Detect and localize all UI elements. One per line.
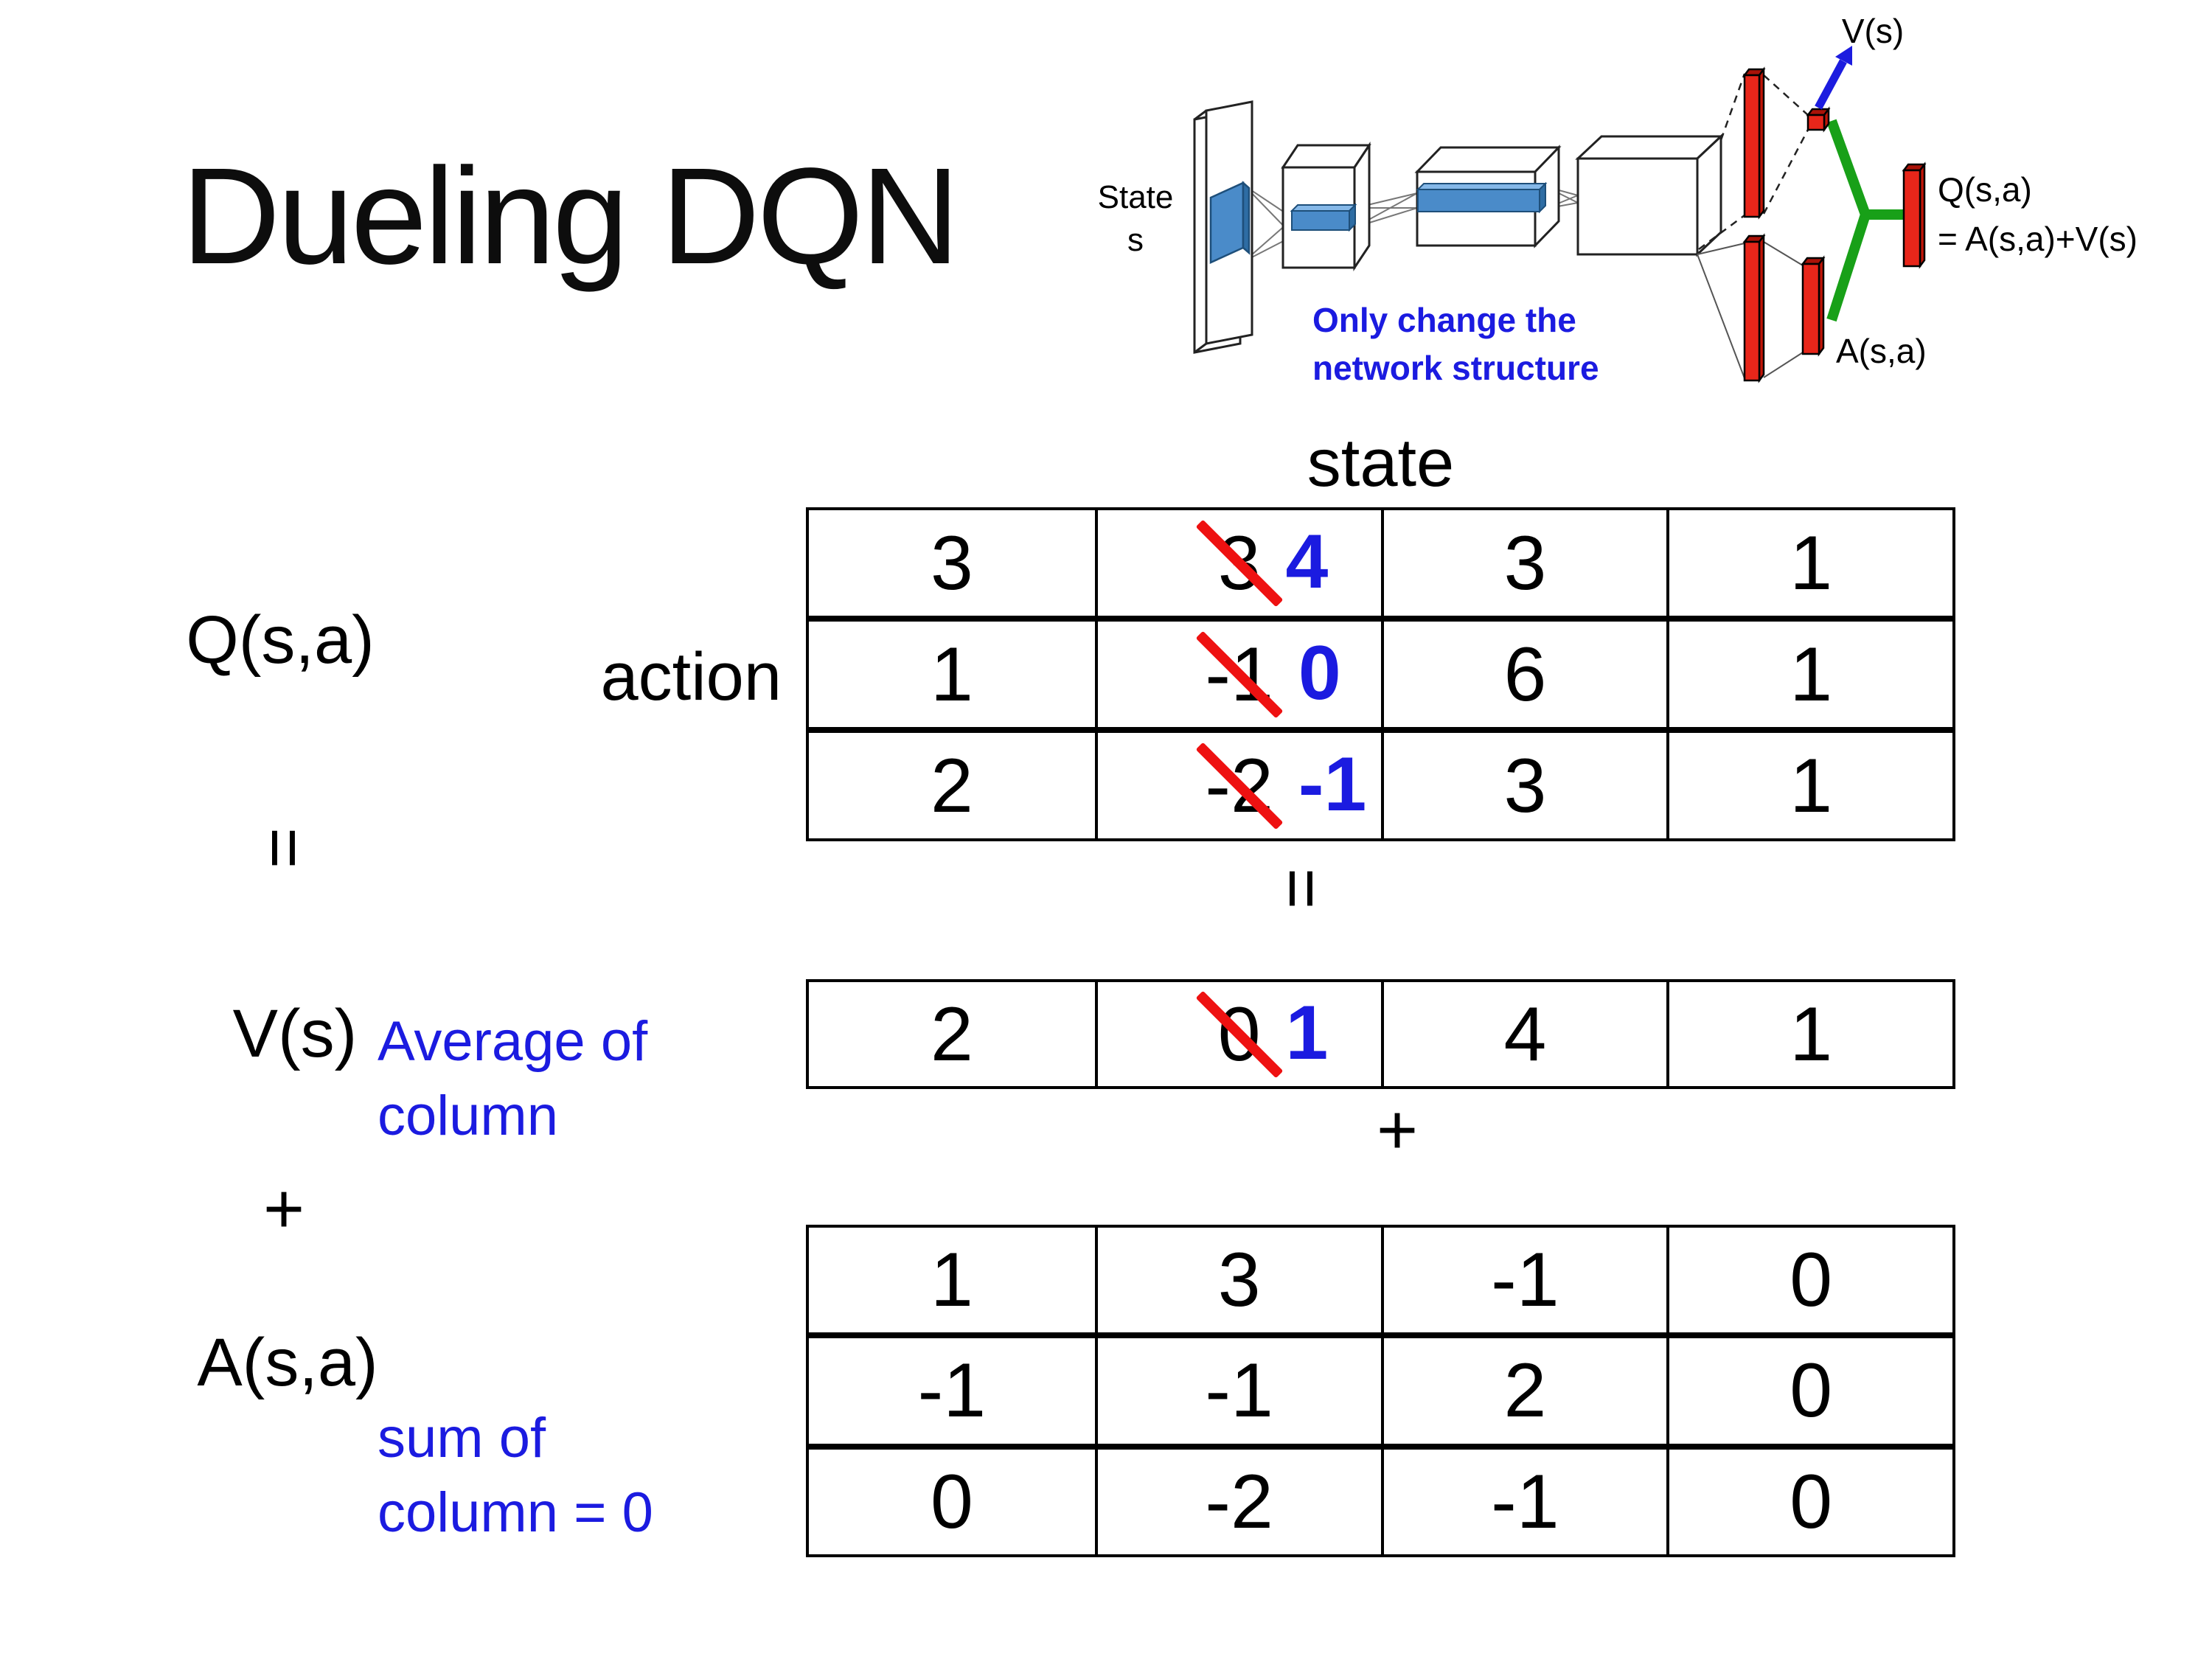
a-cell: 1 [930, 1237, 973, 1324]
advantage-node [1801, 255, 1826, 357]
network-diagram-svg: State s V(s) Q(s,a) = A(s,a)+V(s) A(s,a)… [1098, 12, 2138, 387]
corrected-value: 0 [1298, 630, 1341, 716]
v-table: 2 01 4 1 [806, 979, 1955, 1089]
merge-connector [1826, 119, 1904, 322]
a-table: 1 3 -1 0 -1 -1 2 0 0 -2 -1 0 [806, 1225, 1955, 1557]
v-cell: 4 [1380, 982, 1667, 1086]
state-input-label: State [1098, 179, 1174, 215]
slide-title: Dueling DQN [181, 140, 960, 293]
corrected-value: -1 [1298, 741, 1367, 827]
q-output-label: Q(s,a) [1938, 170, 2032, 209]
equals-middle-symbol: = [1262, 867, 1341, 910]
value-arrow [1815, 46, 1852, 110]
conv-filter-3 [1416, 181, 1548, 214]
q-cell-crossed: 34 [1094, 510, 1381, 616]
average-note: Average of column [378, 1004, 647, 1153]
value-node [1806, 106, 1831, 133]
state-input-label-s: s [1127, 222, 1144, 258]
v-cell-crossed: 01 [1094, 982, 1381, 1086]
v-cell: 2 [930, 991, 973, 1077]
a-cell: 0 [1666, 1332, 1952, 1444]
q-output-formula: = A(s,a)+V(s) [1938, 220, 2138, 258]
conv-filter-2 [1290, 203, 1357, 232]
value-stream-dashed-lines [1698, 73, 1809, 251]
conv-filter-1 [1209, 181, 1251, 264]
q-cell: 1 [809, 616, 1095, 727]
q-cell: 3 [1380, 510, 1667, 616]
sum-note-line2: column = 0 [378, 1481, 653, 1545]
diagram-note-line2: network structure [1312, 349, 1599, 387]
q-cell: 1 [1666, 510, 1952, 616]
diagram-note-line1: Only change the [1312, 301, 1576, 339]
average-note-line1: Average of [378, 1010, 648, 1073]
v-cell: 1 [1666, 982, 1952, 1086]
q-cell: 3 [1380, 727, 1667, 838]
a-cell: 2 [1380, 1332, 1667, 1444]
advantage-stream-lines [1697, 241, 1804, 379]
a-cell: 0 [1666, 1443, 1952, 1554]
a-cell: -1 [1380, 1228, 1667, 1333]
a-term-label: A(s,a) [197, 1325, 378, 1400]
network-diagram: State s V(s) Q(s,a) = A(s,a)+V(s) A(s,a)… [1062, 7, 2212, 409]
a-cell: -2 [1094, 1443, 1381, 1554]
fc-bar-bottom [1742, 233, 1766, 383]
q-cell: 1 [1666, 727, 1952, 838]
fc-box [1575, 133, 1724, 257]
q-term-label: Q(s,a) [186, 602, 375, 678]
equals-left-symbol: = [245, 827, 324, 869]
a-output-label: A(s,a) [1836, 332, 1927, 370]
q-cell: 3 [930, 520, 973, 606]
corrected-value: 1 [1285, 990, 1329, 1076]
plus-left-symbol: + [262, 1169, 305, 1248]
v-output-label: V(s) [1842, 12, 1904, 50]
a-cell: 0 [809, 1443, 1095, 1554]
q-cell: 2 [809, 727, 1095, 838]
sum-note-line1: sum of [378, 1407, 546, 1470]
plus-middle-symbol: + [1376, 1091, 1419, 1169]
state-header: state [1307, 425, 1455, 501]
a-cell: -1 [1380, 1443, 1667, 1554]
average-note-line2: column [378, 1085, 558, 1148]
sum-note: sum of column = 0 [378, 1401, 653, 1550]
fc-bar-top [1742, 66, 1766, 220]
q-cell: 6 [1380, 616, 1667, 727]
q-table: 3 34 3 1 1 -10 6 1 2 -2-1 3 1 [806, 507, 1955, 841]
q-cell-crossed: -10 [1094, 616, 1381, 727]
action-label: action [600, 639, 782, 714]
q-cell-crossed: -2-1 [1094, 727, 1381, 838]
a-cell: -1 [809, 1332, 1095, 1443]
corrected-value: 4 [1285, 518, 1329, 605]
v-term-label: V(s) [232, 996, 358, 1071]
q-output-bar [1902, 161, 1927, 269]
q-cell: 1 [1666, 616, 1952, 727]
a-cell: 3 [1094, 1228, 1381, 1333]
a-cell: -1 [1094, 1332, 1381, 1444]
a-cell: 0 [1666, 1228, 1952, 1333]
